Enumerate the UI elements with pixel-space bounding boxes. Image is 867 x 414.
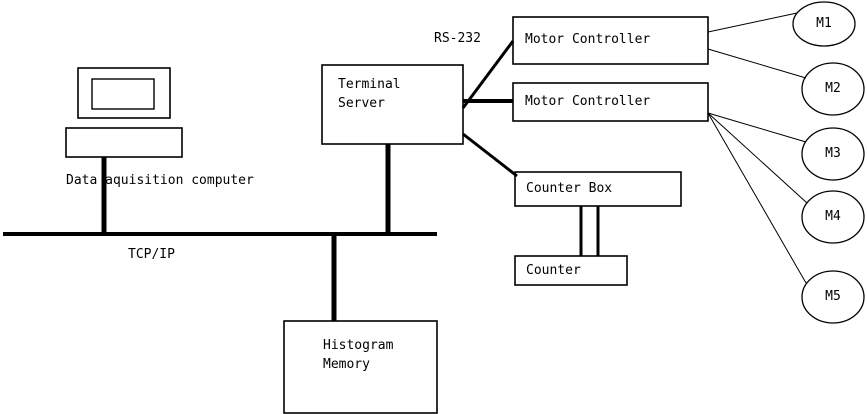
motor-label-m5: M5 xyxy=(825,289,841,304)
motor-ellipse-m3 xyxy=(801,127,865,181)
motor-controller-1-box xyxy=(512,16,709,65)
rs232-label: RS-232 xyxy=(434,31,481,46)
histogram-memory-label-line2: Memory xyxy=(323,357,370,372)
motor-ellipse-m5 xyxy=(801,270,865,324)
counter-box-label: Counter Box xyxy=(526,181,613,196)
counter-box xyxy=(514,255,628,286)
data-acquisition-computer-label: Data aquisition computer xyxy=(66,173,254,188)
motor-controller-2-to-m4 xyxy=(707,112,808,204)
motor-ellipse-m2 xyxy=(801,62,865,116)
bus-drop-lines xyxy=(101,144,391,321)
motor-label-m1: M1 xyxy=(816,16,832,31)
histogram-memory-label-line1: Histogram xyxy=(323,338,394,353)
motor-label-m2: M2 xyxy=(825,81,841,96)
motor-controller-1-to-m1 xyxy=(707,12,798,33)
motor-controller-1-to-m2 xyxy=(707,48,807,79)
terminal-to-motor-controller-1 xyxy=(461,40,515,109)
motor-controller-2-to-m3 xyxy=(707,112,807,143)
histogram-memory-box xyxy=(283,320,438,414)
motor-label-m4: M4 xyxy=(825,209,841,224)
terminal-to-counter-box xyxy=(462,132,518,178)
connection-lines xyxy=(461,12,808,284)
terminal-server-label-line1: Terminal xyxy=(338,77,401,92)
computer-base xyxy=(65,127,183,158)
counter-label: Counter xyxy=(526,263,581,278)
monitor-screen xyxy=(91,78,155,110)
motor-label-m3: M3 xyxy=(825,146,841,161)
terminal-server-box xyxy=(321,64,464,145)
motor-ellipse-m4 xyxy=(801,190,865,244)
motor-ellipse-m1 xyxy=(792,1,856,47)
motor-controller-2-label: Motor Controller xyxy=(525,94,651,109)
monitor-outer-frame xyxy=(77,67,171,119)
motor-ellipse-group xyxy=(792,1,865,324)
counter-link-lines xyxy=(579,206,600,256)
motor-controller-2-to-m5 xyxy=(707,112,807,284)
terminal-server-label-line2: Server xyxy=(338,96,385,111)
motor-controller-1-label: Motor Controller xyxy=(525,32,651,47)
tcp-ip-label: TCP/IP xyxy=(128,247,175,262)
